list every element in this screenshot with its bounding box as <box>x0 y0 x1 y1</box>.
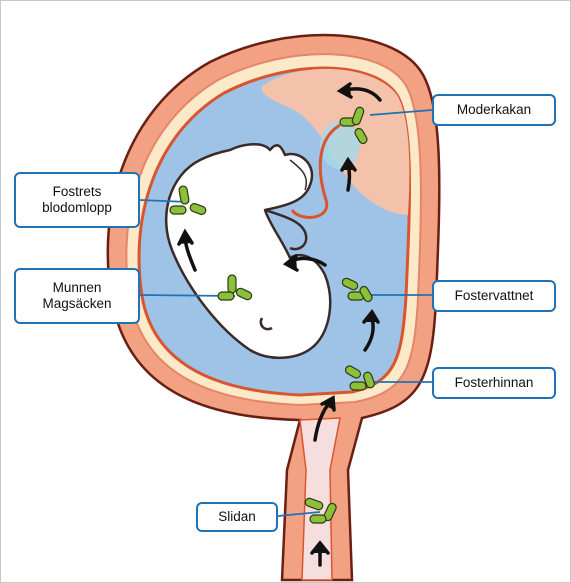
label-fosterhinnan: Fosterhinnan <box>432 367 556 399</box>
label-slidan: Slidan <box>196 502 278 532</box>
label-fostervattnet: Fostervattnet <box>432 280 556 312</box>
label-fostrets-blodomlopp: Fostrets blodomlopp <box>14 172 140 228</box>
label-moderkakan: Moderkakan <box>432 94 556 126</box>
label-munnen-magsacken: Munnen Magsäcken <box>14 268 140 324</box>
